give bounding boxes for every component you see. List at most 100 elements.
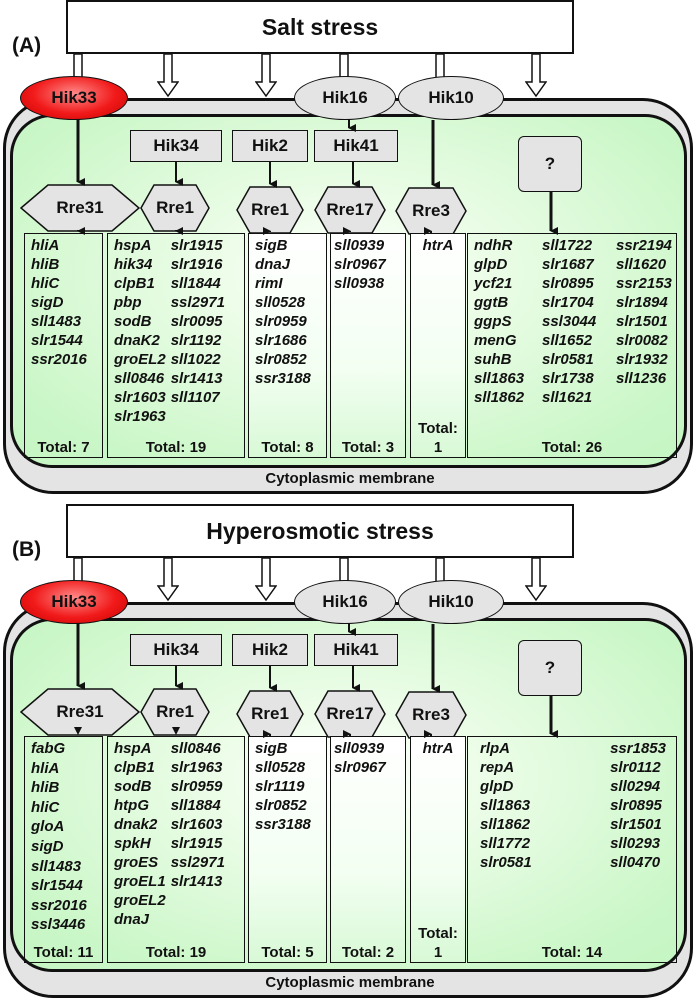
panel-a-salt-stress: (A) Salt stress Cytoplasmic membrane Hik… (0, 0, 700, 495)
gene-name: ssl2971 (170, 294, 225, 311)
stress-input-arrow (157, 54, 179, 98)
gene-name: suhB (474, 351, 512, 368)
gene-name: slr0959 (170, 778, 223, 795)
gene-name: slr1963 (170, 759, 223, 776)
gene-name: sll0938 (334, 275, 385, 292)
panel-label: (B) (12, 538, 42, 561)
gene-name: slr1686 (255, 332, 307, 349)
gene-name: sll1863 (474, 370, 525, 387)
gene-total: Total: 19 (145, 944, 207, 961)
hik34-kinase: Hik34 (130, 130, 222, 162)
hik34-label: Hik34 (153, 136, 199, 155)
gene-total: Total: 3 (341, 439, 395, 456)
rre31-regulator: Rre31 (20, 688, 140, 736)
gene-name: clpB1 (114, 759, 155, 776)
gene-name: fabG (31, 740, 66, 757)
gene-name: sll1236 (616, 370, 667, 387)
gene-name: hliA (31, 759, 60, 777)
rre1-label: Rre1 (251, 200, 289, 219)
gene-name: sodB (114, 778, 152, 795)
rre31-regulator: Rre31 (20, 184, 140, 232)
membrane-label: Cytoplasmic membrane (265, 974, 435, 991)
gene-name: sodB (114, 313, 152, 330)
gene-name: sll0293 (610, 835, 661, 852)
gene-name: slr0967 (334, 759, 386, 776)
gene-name: sll1620 (616, 256, 667, 273)
gene-name: sll1862 (474, 389, 525, 406)
gene-name: menG (474, 332, 517, 349)
rre1-label: Rre1 (251, 704, 289, 723)
hexagon-shape (20, 688, 140, 736)
gene-total: Total: 26 (541, 439, 603, 456)
gene-name: slr1916 (170, 256, 223, 273)
rre31-label: Rre31 (56, 198, 104, 217)
gene-total: Total: 1 (418, 420, 458, 456)
gene-name: slr1738 (542, 370, 594, 387)
gene-name: hik34 (114, 256, 153, 273)
gene-name: ssr3188 (255, 370, 311, 387)
gene-total: Total: 2 (341, 944, 395, 961)
stress-input-arrow (525, 54, 547, 98)
hik2-label: Hik2 (252, 136, 288, 155)
gene-name: repA (480, 759, 515, 776)
gene-name: sll1621 (542, 389, 593, 406)
gene-columns: sll0939 slr0967 sll0938 (331, 236, 405, 293)
gene-name: dnaJ (114, 911, 150, 928)
gene-name: sll1722 (542, 237, 593, 254)
gene-name: sll0846 (114, 370, 165, 387)
hik33-sensor: Hik33 (20, 580, 128, 624)
hik2-label: Hik2 (252, 640, 288, 659)
gene-name: hliC (31, 798, 60, 816)
gene-name: slr0967 (334, 256, 386, 273)
gene-name: slr0895 (610, 797, 662, 814)
gene-name: sll1844 (170, 275, 221, 292)
gene-name: slr0112 (610, 759, 661, 776)
gene-name: gloA (31, 818, 65, 836)
hik41-kinase: Hik41 (314, 634, 398, 666)
hexagon-shape (140, 688, 210, 736)
hik41-label: Hik41 (333, 136, 379, 155)
gene-name: ssr2016 (31, 351, 87, 368)
gene-name: hliA (31, 237, 60, 254)
gene-name: slr0852 (255, 797, 307, 814)
gene-name: sll0846 (170, 740, 221, 757)
unknown-label: ? (544, 154, 556, 173)
gene-name: rimI (255, 275, 283, 292)
rre1-regulator-hik34: Rre1 (140, 688, 210, 736)
rre17-regulator: Rre17 (314, 690, 386, 738)
signal-arrows (76, 120, 558, 235)
gene-name: slr1963 (114, 408, 166, 425)
gene-name: sigD (31, 294, 64, 311)
unknown-label: ? (544, 658, 556, 677)
gene-name: slr1544 (31, 332, 83, 349)
gene-name: slr1932 (616, 351, 668, 368)
gene-name: spkH (114, 835, 151, 852)
gene-total: Total: 11 (33, 944, 94, 961)
gene-name: slr1544 (31, 877, 83, 895)
gene-name: sll0939 (334, 237, 385, 254)
gene-name: ssl3446 (31, 916, 86, 934)
hexagon-shape (314, 690, 386, 738)
gene-name: ssl3044 (542, 313, 597, 330)
unknown-sensor: ? (518, 136, 582, 192)
unknown-sensor: ? (518, 640, 582, 696)
gene-column: htrA (423, 739, 454, 758)
gene-name: sll0528 (255, 294, 306, 311)
gene-name: slr0581 (542, 351, 594, 368)
stress-input-arrow (255, 54, 277, 98)
gene-name: slr1603 (170, 816, 223, 833)
gene-name: groEL1 (114, 873, 166, 890)
gene-total: Total: 19 (145, 439, 207, 456)
gene-name: ndhR (474, 237, 513, 254)
